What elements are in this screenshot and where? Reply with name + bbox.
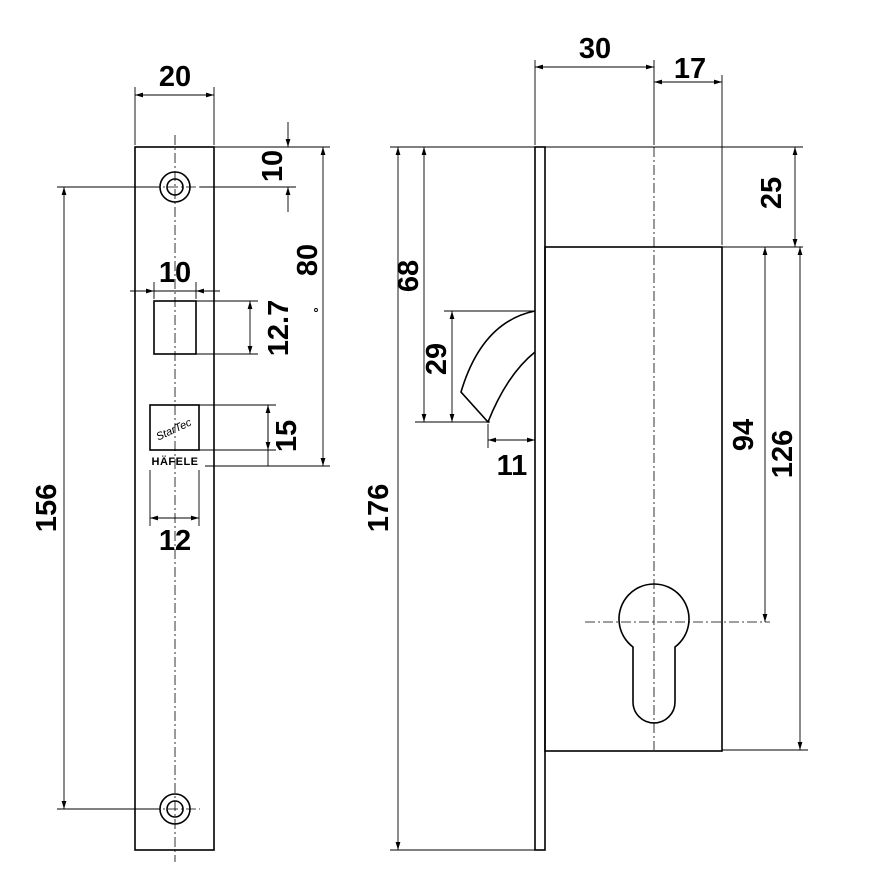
dim-latch-center: 68 [390,146,535,423]
dim-hole-to-logo: 80 [205,146,330,467]
svg-text:17: 17 [674,53,706,85]
cylinder-cutout [618,583,690,724]
svg-text:29: 29 [421,343,453,375]
svg-text:12: 12 [159,525,191,557]
dim-latch-height: 12.7 [196,300,295,356]
dim-bolt-projection: 11 [487,424,535,482]
svg-text:12.7: 12.7 [263,300,295,356]
lock-body-side-view: 30 17 25 94 126 [363,33,808,851]
logo-brand: HÄFELE [152,455,199,468]
dim-backset: 17 [654,53,723,245]
dim-body-height: 126 [722,247,808,751]
faceplate-front-view: StarTec HÄFELE 20 10 80 [31,61,330,862]
svg-text:30: 30 [579,33,611,65]
latch-opening [153,300,197,355]
dim-cylinder-height: 94 [728,247,768,622]
dim-top-hole-offset: 10 [200,122,296,212]
dim-hole-spacing: 156 [31,186,160,810]
hook-bolt [460,310,536,424]
svg-text:156: 156 [31,484,63,532]
dim-logo-width: 12 [149,470,200,557]
dim-latch-width: 10 [130,257,220,299]
faceplate-outline [134,146,215,851]
svg-text:11: 11 [497,450,528,482]
faceplate-side [534,146,546,851]
svg-text:20: 20 [159,61,191,93]
dim-logo-height: 15 [199,404,303,466]
svg-text:15: 15 [271,420,303,452]
dim-body-depth: 30 [534,33,655,145]
dim-bolt-hook-height: 29 [421,310,535,422]
svg-text:94: 94 [728,419,760,451]
svg-text:10: 10 [257,150,289,182]
dim-body-top-offset: 25 [545,146,803,248]
brand-logo: StarTec HÄFELE [149,404,200,468]
dim-overall-height: 176 [363,147,535,851]
dim-faceplate-width: 20 [134,61,215,145]
lock-case [544,246,723,752]
svg-text:176: 176 [363,484,395,532]
svg-text:126: 126 [767,430,799,478]
logo-frame [149,404,200,451]
svg-text:80: 80 [292,244,324,276]
logo-mark: StarTec [154,416,194,443]
svg-text:10: 10 [159,257,191,289]
svg-text:25: 25 [756,177,788,209]
